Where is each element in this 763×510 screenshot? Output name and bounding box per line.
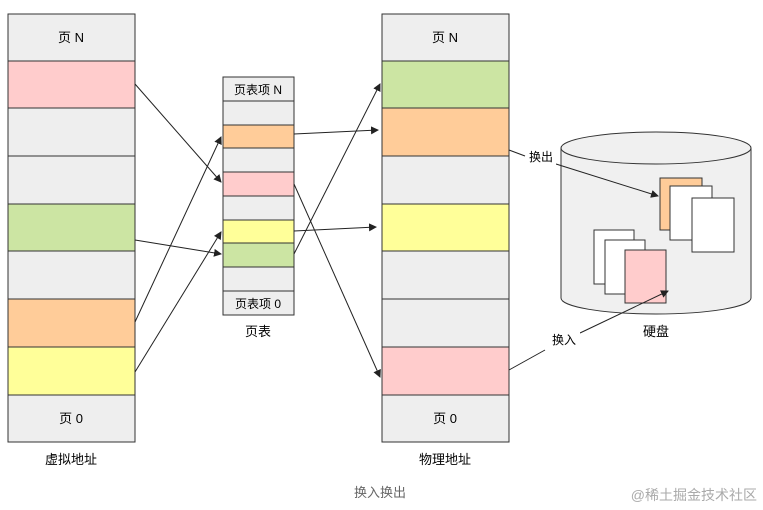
swap-in-label: 换入: [552, 333, 576, 347]
physical-page-green: [381, 60, 510, 109]
virtual-memory-label: 虚拟地址: [45, 452, 97, 467]
virtual-to-table-arrows: [134, 83, 222, 373]
page-table-entry-yellow: [222, 219, 295, 244]
page-table-entry: [222, 195, 295, 221]
physical-page-orange: [381, 107, 510, 157]
virtual-page-green: [7, 203, 136, 252]
swap-out-arrow: [555, 163, 659, 198]
arrow-green-to-entry: [134, 239, 222, 257]
figure-caption: 换入换出: [354, 485, 406, 500]
swap-out-label: 换出: [529, 150, 553, 164]
disk-cylinder: 硬盘: [560, 131, 752, 339]
swap-in-arrow: [579, 290, 669, 334]
page-table-entry-0: [222, 290, 295, 316]
virtual-page-orange: [7, 298, 136, 348]
page-table-entry-pink: [222, 171, 295, 197]
physical-memory-column: 页 N 页 0 物理地址: [381, 13, 510, 467]
virtual-memory-column: 页 N 页 0 虚拟地址: [7, 13, 136, 467]
virtual-page-0: [7, 394, 136, 443]
virtual-page-yellow: [7, 346, 136, 396]
disk-top: [560, 131, 752, 165]
page-table-label: 页表: [245, 324, 271, 339]
physical-page: [381, 250, 510, 300]
physical-bottom-label: 页 0: [433, 411, 457, 426]
virtual-page: [7, 107, 136, 157]
physical-page: [381, 155, 510, 205]
page-table-entry: [222, 266, 295, 292]
virtual-page-pink: [7, 60, 136, 109]
swap-in-label-bg: [548, 330, 580, 348]
physical-memory-label: 物理地址: [419, 452, 471, 467]
page-table-entry: [222, 100, 295, 126]
page-table-entry: [222, 147, 295, 173]
arrow-yellow-to-entry: [134, 231, 222, 373]
arrow-entry-to-pink: [293, 183, 381, 378]
disk-label: 硬盘: [643, 324, 669, 339]
physical-page-yellow: [381, 203, 510, 252]
disk-page-pink: [624, 249, 667, 304]
disk-page: [691, 197, 735, 253]
arrow-entry-to-yellow: [293, 223, 377, 232]
watermark: @稀土掘金技术社区: [631, 487, 757, 503]
virtual-page: [7, 155, 136, 205]
physical-page-pink: [381, 346, 510, 396]
swap-out-label-bg: [526, 148, 556, 166]
page-table-bottom-label: 页表项 0: [235, 297, 281, 311]
page-table-column: 页表项 N 页表项 0 页表: [222, 76, 295, 339]
arrow-orange-to-entry: [134, 136, 222, 323]
page-table-entry-green: [222, 242, 295, 268]
physical-top-label: 页 N: [432, 30, 458, 45]
swap-arrows: [508, 149, 669, 371]
physical-page-0: [381, 394, 510, 443]
page-table-entry-orange: [222, 124, 295, 149]
arrow-entry-to-green: [293, 83, 381, 255]
virtual-bottom-label: 页 0: [59, 411, 83, 426]
page-table-top-label: 页表项 N: [234, 83, 282, 97]
arrow-pink-to-entry: [134, 83, 222, 183]
arrow-entry-to-orange: [293, 126, 379, 135]
swap-out-line-start: [508, 149, 526, 157]
virtual-page: [7, 250, 136, 300]
swap-in-line-start: [508, 349, 546, 371]
virtual-page-n: [7, 13, 136, 62]
table-to-physical-arrows: [293, 83, 381, 378]
virtual-top-label: 页 N: [58, 30, 84, 45]
physical-page: [381, 298, 510, 348]
